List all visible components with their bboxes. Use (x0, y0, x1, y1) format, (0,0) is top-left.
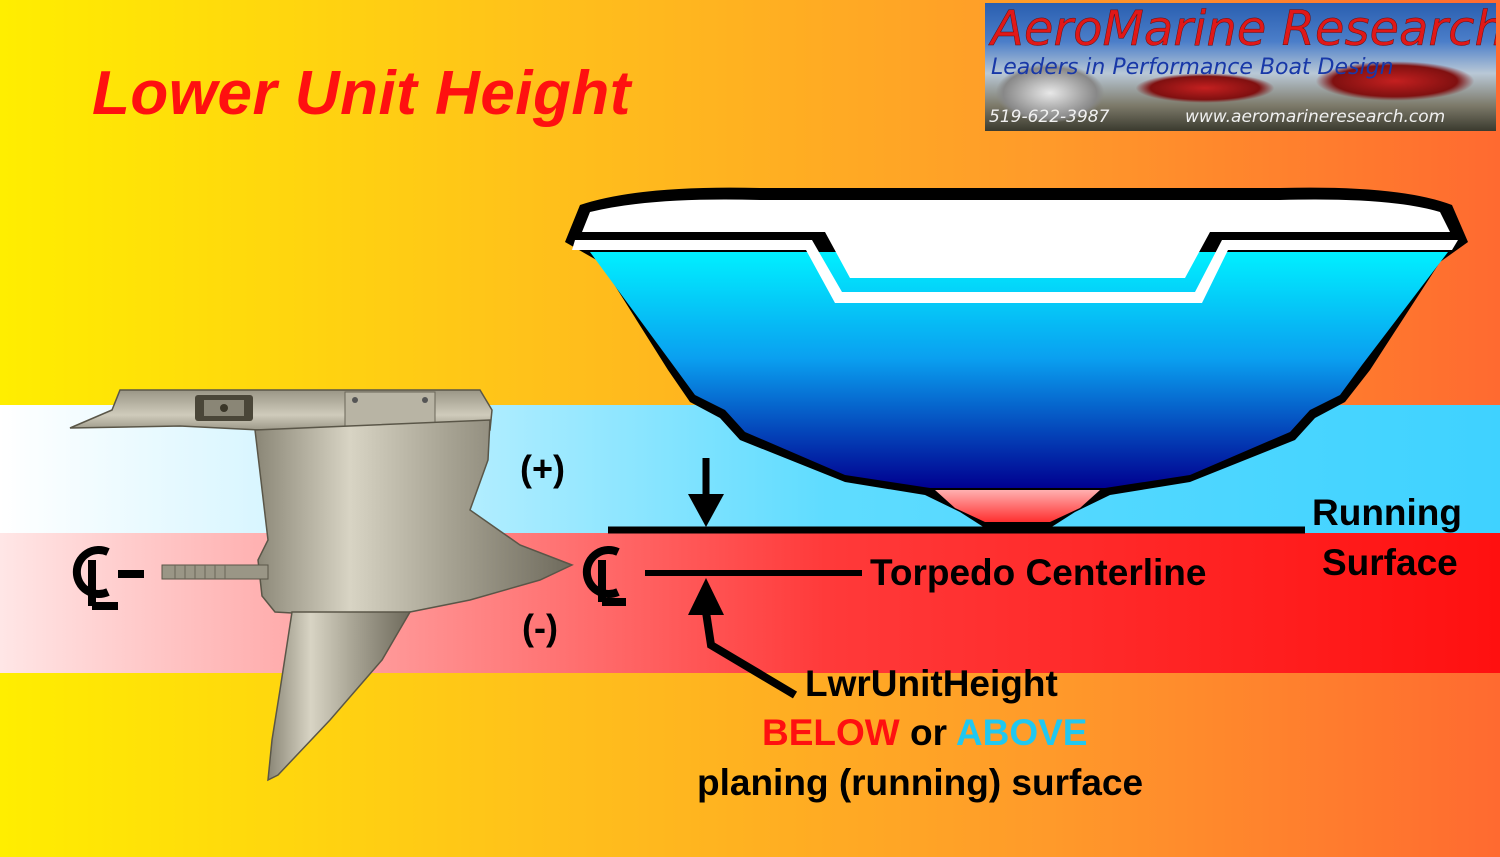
below-indicator-label: (-) (522, 607, 558, 648)
or-word: or (909, 712, 947, 753)
lower-unit-gearcase-image (69, 389, 574, 782)
torpedo-centerline-label: Torpedo Centerline (870, 552, 1207, 593)
below-surface-band (0, 533, 1500, 673)
logo-boat-image (1135, 73, 1275, 103)
logo-phone: 519-622-3987 (989, 107, 1110, 127)
centerline-symbol-icon (72, 546, 144, 610)
logo-tagline: Leaders in Performance Boat Design (991, 55, 1394, 80)
company-logo: AeroMarine Research Leaders in Performan… (985, 3, 1496, 131)
running-surface-label-line2: Surface (1322, 542, 1458, 583)
boat-hull-section (565, 187, 1468, 528)
running-surface-label-line1: Running (1312, 492, 1463, 533)
above-indicator-label: (+) (520, 448, 565, 489)
below-or-above-label: BELOW or ABOVE (762, 712, 1087, 754)
below-word: BELOW (762, 712, 900, 753)
page-title: Lower Unit Height (92, 59, 631, 128)
bent-arrow-icon (688, 578, 798, 699)
centerline-symbol-icon (582, 546, 626, 606)
logo-url: www.aeromarineresearch.com (1185, 107, 1446, 127)
above-word: ABOVE (955, 712, 1088, 753)
logo-boat-image (1315, 61, 1475, 101)
lwr-unit-height-label: LwrUnitHeight (805, 663, 1058, 704)
logo-company-name: AeroMarine Research (991, 3, 1496, 57)
down-arrow-icon (688, 458, 724, 527)
logo-boat-image (995, 63, 1105, 123)
planing-surface-label: planing (running) surface (697, 762, 1144, 803)
